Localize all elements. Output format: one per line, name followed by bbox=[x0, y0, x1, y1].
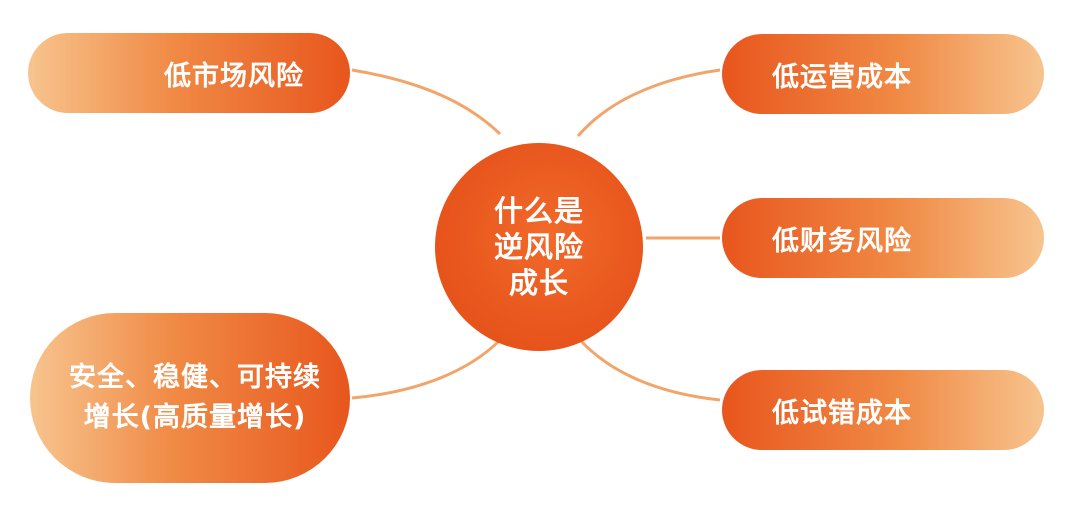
connector-operating-cost bbox=[576, 68, 721, 137]
node-operating-cost: 低运营成本 bbox=[722, 34, 1044, 114]
node-trial-cost: 低试错成本 bbox=[722, 370, 1044, 450]
node-market-risk: 低市场风险 bbox=[28, 33, 350, 113]
node-growth-label-line2: 增长(高质量增长) bbox=[83, 402, 307, 433]
node-growth-label-line1: 安全、稳健、可持续 bbox=[69, 362, 321, 393]
node-trial-cost-label: 低试错成本 bbox=[772, 397, 912, 429]
center-title-line3: 成长 bbox=[508, 266, 569, 300]
node-financial-risk-label: 低财务风险 bbox=[772, 225, 912, 257]
node-financial-risk: 低财务风险 bbox=[722, 198, 1044, 278]
connector-market-risk bbox=[351, 68, 502, 136]
center-title-line1: 什么是 bbox=[493, 194, 584, 228]
node-operating-cost-label: 低运营成本 bbox=[772, 61, 912, 93]
node-growth: 安全、稳健、可持续 增长(高质量增长) bbox=[30, 313, 350, 483]
connector-trial-cost bbox=[578, 338, 721, 402]
center-node: 什么是 逆风险 成长 bbox=[435, 143, 643, 351]
connector-growth bbox=[351, 338, 502, 400]
node-market-risk-label: 低市场风险 bbox=[164, 60, 304, 92]
center-title-line2: 逆风险 bbox=[493, 230, 584, 264]
